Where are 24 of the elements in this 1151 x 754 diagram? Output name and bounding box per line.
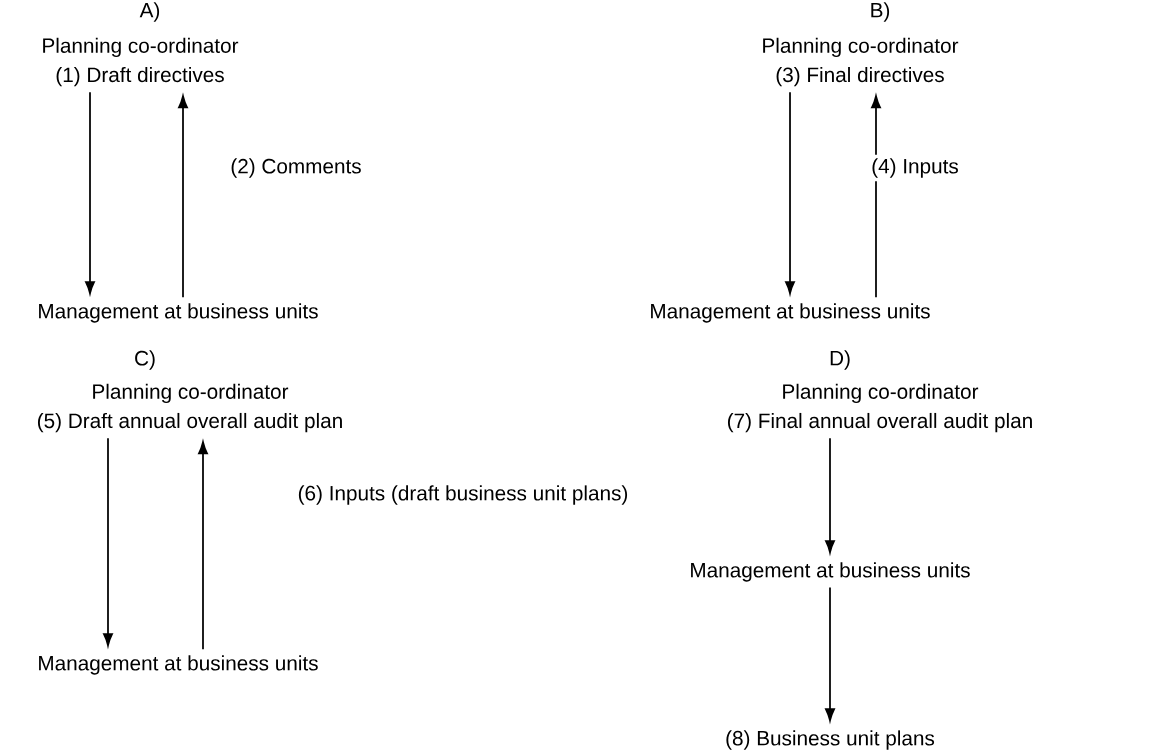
node-text: Planning co-ordinator (5) Draft annual overall audit plan: [37, 383, 342, 433]
arrow: [825, 437, 835, 554]
node-text: Management at business units: [651, 303, 930, 323]
node-text: Management at business units: [39, 655, 318, 675]
arrow: [198, 441, 208, 651]
edge-label: (4) Inputs: [867, 154, 963, 182]
panel-letter: C): [135, 350, 155, 370]
edge-label: (6) Inputs (draft business unit plans): [294, 481, 632, 509]
node-text: Planning co-ordinator (7) Final annual overall audit plan: [727, 383, 1032, 433]
panel-letter: B): [871, 2, 890, 22]
edge-label: (2) Comments: [226, 154, 366, 182]
panel-letter: A): [139, 2, 160, 22]
panel-letter: D): [830, 350, 850, 370]
arrow: [785, 91, 795, 295]
arrow: [178, 95, 188, 299]
arrow: [85, 91, 95, 295]
node-text: Management at business units: [691, 562, 970, 582]
node-text: Management at business units: [39, 303, 318, 323]
arrow: [871, 95, 881, 299]
arrow: [825, 586, 835, 722]
node-text: Planning co-ordinator (1) Draft directives: [43, 37, 239, 87]
node-text: Planning co-ordinator (3) Final directives: [763, 37, 959, 87]
node-text: (8) Business unit plans: [726, 730, 935, 750]
arrow: [103, 437, 113, 647]
